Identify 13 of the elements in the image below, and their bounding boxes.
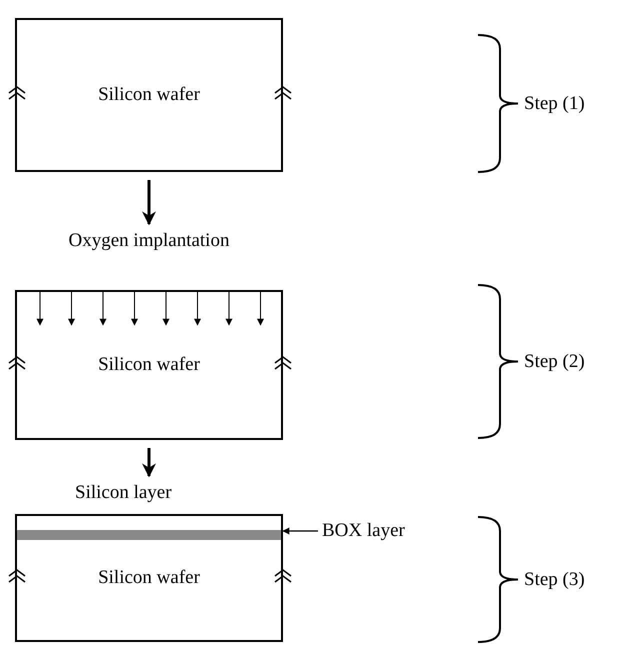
bar-layer [17, 530, 281, 540]
step-heading: Silicon layer [75, 482, 172, 504]
step-label: Step (2) [524, 350, 585, 372]
step-label: Step (1) [524, 92, 585, 114]
process-arrow [142, 448, 156, 478]
leader-arrow [282, 528, 318, 534]
process-arrow [142, 180, 156, 226]
step-label: Step (3) [524, 568, 585, 590]
step-heading: Oxygen implantation [68, 230, 230, 252]
wafer-label: Silicon wafer [97, 84, 201, 106]
wafer-label: Silicon wafer [97, 354, 201, 376]
wafer-label: Silicon wafer [97, 567, 201, 589]
layer-label: BOX layer [322, 520, 405, 542]
